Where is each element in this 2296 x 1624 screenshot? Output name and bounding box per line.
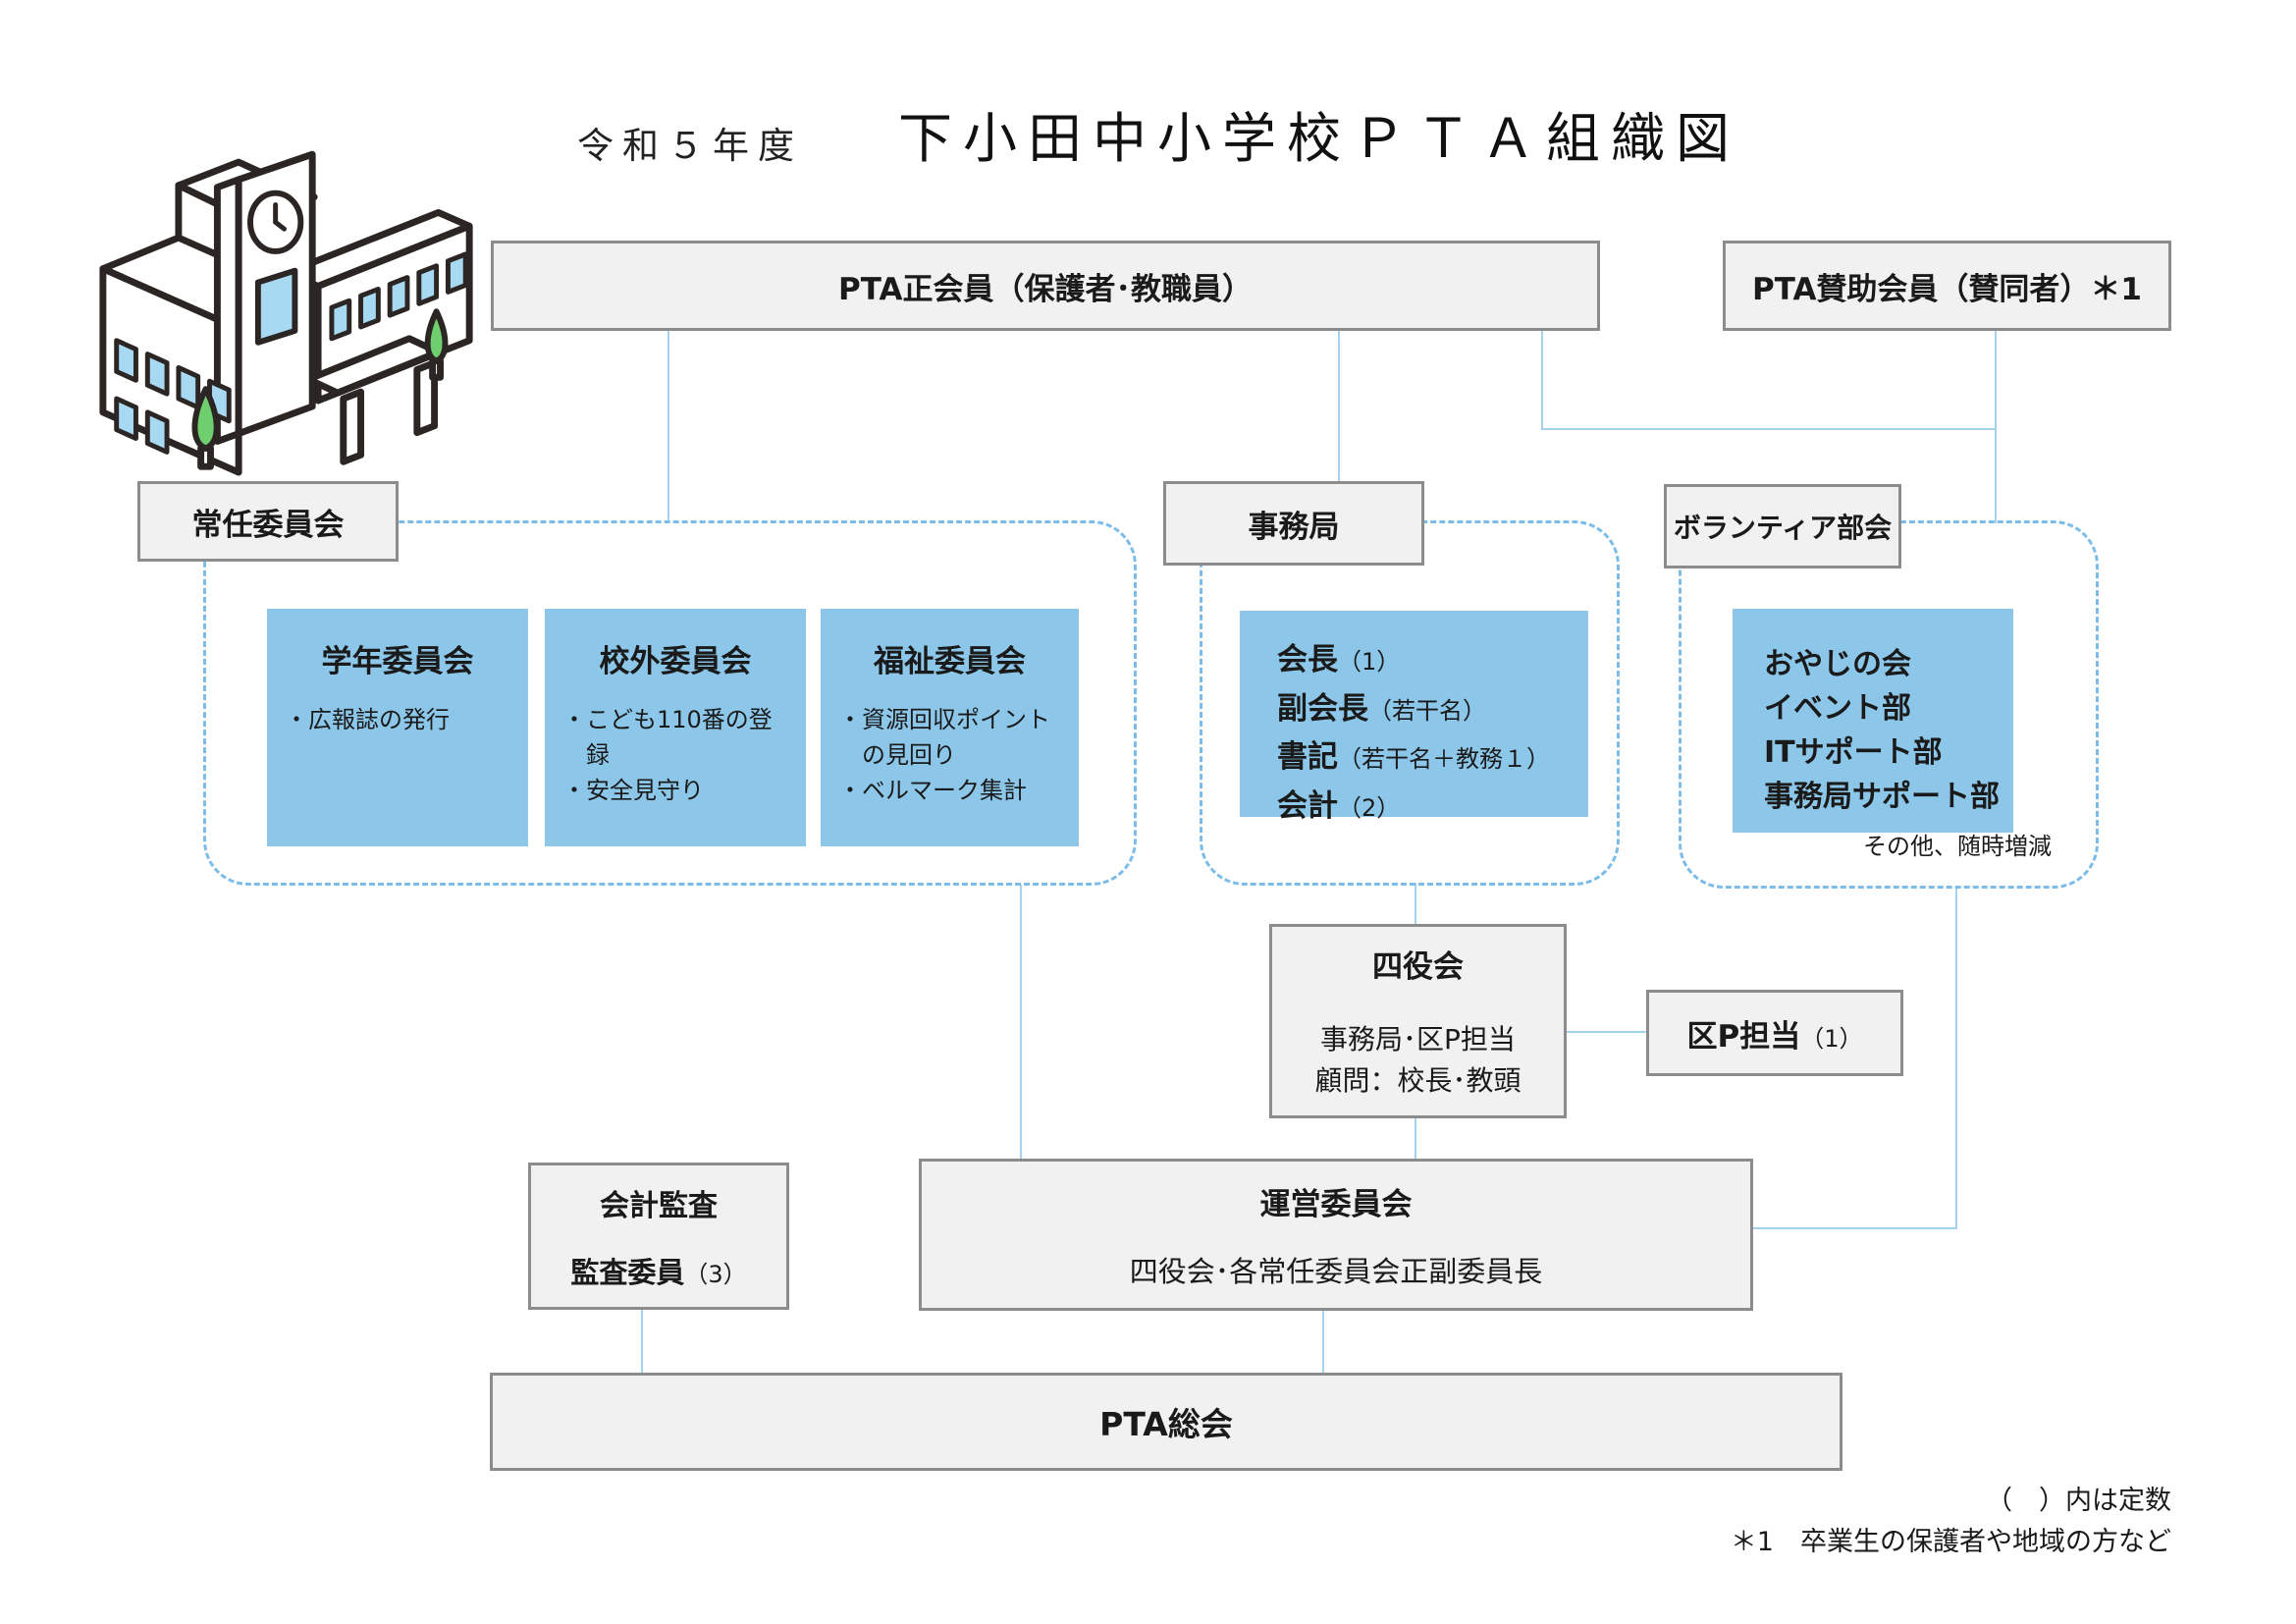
committee-card-kogai: 校外委員会 ・こども110番の登録 ・安全見守り [545,609,806,846]
committee-task: ・資源回収ポイントの見回り [838,706,1050,769]
box-district-rep: 区P担当（1） [1646,990,1903,1076]
committee-task: ・ベルマーク集計 [838,777,1027,804]
box-standing-committee: 常任委員会 [137,481,399,562]
pta-full-members-label: PTA正会員（保護者･教職員） [838,271,1253,307]
committee-name: 学年委員会 [321,644,474,679]
box-officers-meeting: 四役会 事務局･区P担当 顧問：校長･教頭 [1269,924,1567,1118]
volunteer-team: 事務局サポート部 [1764,780,2000,814]
secretariat-roles-card: 会長（1） 副会長（若干名） 書記（若干名＋教務１） 会計（2） [1240,611,1588,824]
role-president: 会長（1） [1277,642,1401,677]
role-treasurer: 会計（2） [1277,787,1401,824]
steering-title: 運営委員会 [1259,1187,1413,1222]
audit-members: 監査委員（3） [570,1256,747,1289]
audit-title: 会計監査 [600,1189,718,1223]
connector-volunteer-steering-v [1955,888,1957,1229]
committee-card-gakunen: 学年委員会 ・広報誌の発行 [267,609,528,846]
general-assembly-label: PTA総会 [1099,1405,1233,1443]
volunteer-teams-card: おやじの会 イベント部 ITサポート部 事務局サポート部 [1733,609,2013,833]
standing-committee-group-outline [203,520,1137,886]
committee-card-fukushi: 福祉委員会 ・資源回収ポイントの見回り ・ベルマーク集計 [821,609,1079,846]
box-general-assembly: PTA総会 [490,1373,1842,1471]
connector-steering-assembly [1322,1310,1324,1375]
steering-members: 四役会･各常任委員会正副委員長 [1129,1255,1543,1288]
connector-supporting-volunteer [1995,331,1997,523]
committee-task: ・広報誌の発行 [285,706,450,733]
footnote-teisu: （ ）内は定数 [1986,1486,2171,1516]
connector-officers-steering [1415,1116,1416,1161]
box-volunteer-division: ボランティア部会 [1664,484,1901,568]
connector-audit-assembly [641,1309,643,1375]
connector-secretariat-officers [1415,883,1416,926]
connector-fullmembers-volunteer-v [1541,331,1543,430]
box-secretariat: 事務局 [1163,481,1424,566]
secretariat-label: 事務局 [1248,509,1340,545]
committee-task: ・こども110番の登録 [562,706,773,769]
committee-name: 校外委員会 [599,644,752,679]
school-building-illustration [99,150,473,476]
box-pta-supporting-members: PTA賛助会員（賛同者）＊1 [1723,241,2171,331]
committee-task: ・安全見守り [562,777,704,804]
role-vice-president: 副会長（若干名） [1277,690,1486,727]
standing-committee-label: 常任委員会 [191,507,345,543]
officers-meeting-advisors: 顧問：校長･教頭 [1314,1063,1522,1097]
committee-name: 福祉委員会 [874,644,1026,679]
connector-fullmembers-secretariat [1338,331,1340,483]
footnotes: （ ）内は定数 ＊1 卒業生の保護者や地域の方など [1472,1481,2171,1563]
volunteer-note: その他、随時増減 [1863,833,2052,860]
pta-supporting-members-label: PTA賛助会員（賛同者）＊1 [1751,271,2143,307]
volunteer-team: ITサポート部 [1764,735,1943,770]
connector-officers-districtrep [1567,1031,1647,1033]
title-era: 令和５年度 [577,125,803,167]
page-title: 下小田中小学校ＰＴＡ組織図 [898,107,1741,170]
officers-meeting-title: 四役会 [1372,948,1464,985]
volunteer-division-label: ボランティア部会 [1673,512,1893,544]
connector-standing-steering [1020,885,1022,1161]
officers-meeting-members: 事務局･区P担当 [1320,1022,1516,1056]
box-steering-committee: 運営委員会 四役会･各常任委員会正副委員長 [919,1159,1753,1311]
footnote-sanjo: ＊1 卒業生の保護者や地域の方など [1730,1526,2171,1557]
volunteer-team: おやじの会 [1764,647,1911,681]
role-secretary: 書記（若干名＋教務１） [1277,739,1550,776]
box-pta-full-members: PTA正会員（保護者･教職員） [491,241,1600,331]
connector-fullmembers-volunteer-h [1541,428,1997,430]
connector-fullmembers-standing [667,331,669,522]
box-audit: 会計監査 監査委員（3） [528,1163,789,1310]
district-rep-label: 区P担当（1） [1686,1018,1863,1055]
volunteer-team: イベント部 [1764,691,1911,726]
connector-volunteer-steering-h [1753,1227,1957,1229]
